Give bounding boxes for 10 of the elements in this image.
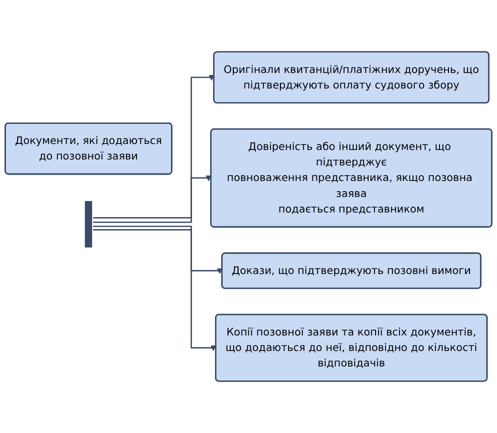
process-box: Оригінали квитанцій/платіжних доручень, що підтверджують оплату судового збору (213, 51, 490, 104)
process-box: Докази, що підтверджують позовні вимоги (221, 252, 482, 289)
bus-bar (84, 201, 92, 248)
arrow (93, 226, 223, 274)
arrow (93, 175, 212, 223)
arrow (93, 74, 214, 218)
process-box: Копії позовної заяви та копії всіх документів, що додаються до неї, відповідно до кількості відповідачів (215, 314, 488, 382)
process-box: Документи, які додаються до позовної заяви (4, 122, 172, 175)
arrow (93, 229, 216, 351)
process-box: Довіреність або інший документ, що підтверджує повноваження представника, якщо позовна заява подається представником (210, 128, 492, 228)
